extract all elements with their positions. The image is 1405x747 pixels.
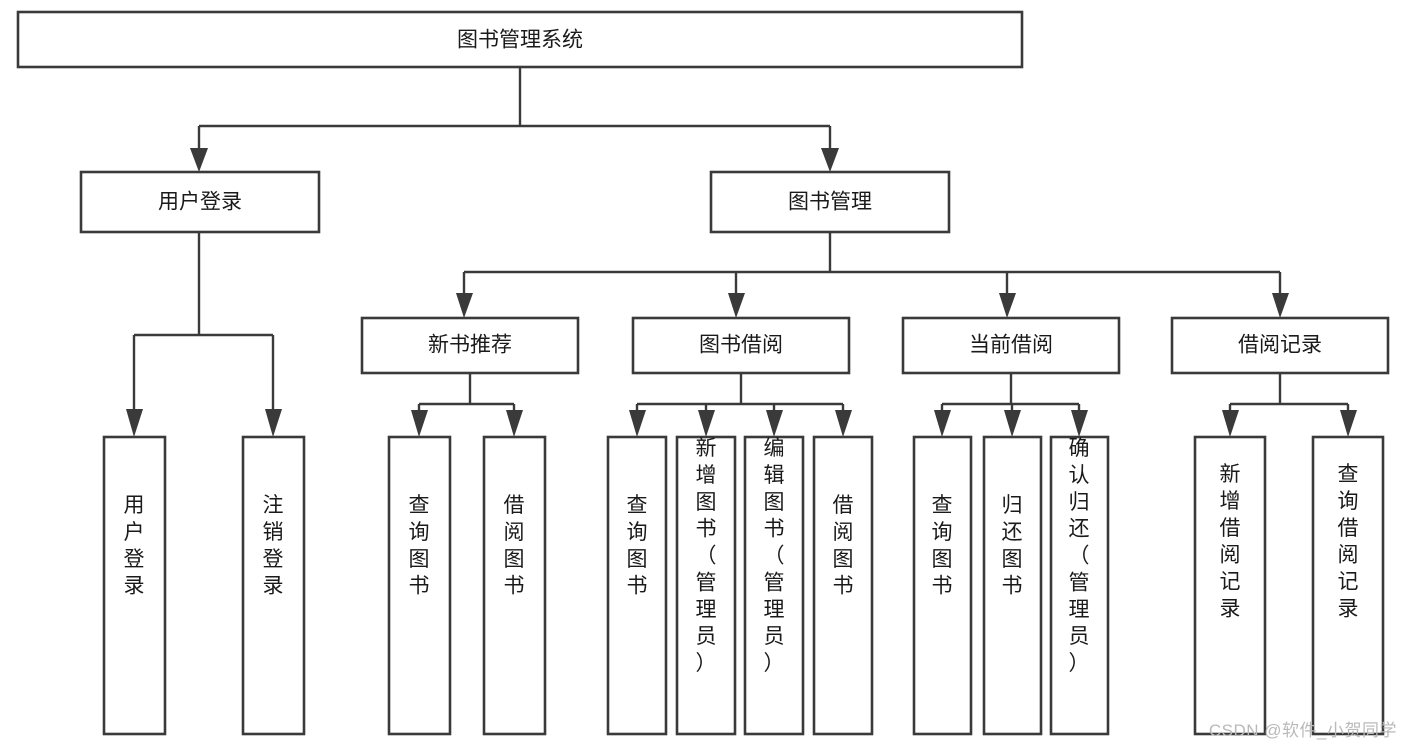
- leaf-node-borrow-book-b-label: 借阅图书: [833, 494, 854, 598]
- node-borrow-record[interactable]: 借阅记录: [1170, 316, 1390, 375]
- node-book-management[interactable]: 图书管理: [709, 170, 951, 234]
- arrow-head-bb-leaf-1: [629, 410, 646, 437]
- node-new-book-recommend-label: 新书推荐: [428, 334, 512, 357]
- leaf-node-borrow-book-b-box[interactable]: [812, 435, 874, 736]
- leaf-node-return-book-label: 归还图书: [1002, 494, 1023, 598]
- node-root-label: 图书管理系统: [457, 29, 583, 52]
- node-book-borrow[interactable]: 图书借阅: [631, 316, 851, 375]
- leaf-node-confirm-return[interactable]: 确认归还（管理员）: [1049, 435, 1110, 736]
- leaf-node-add-book-label: 新增图书（管理员）: [696, 437, 717, 675]
- arrow-head-book-borrow: [728, 293, 745, 318]
- leaf-node-add-borrow-record-box[interactable]: [1193, 435, 1267, 736]
- node-user-login[interactable]: 用户登录: [79, 170, 321, 234]
- leaf-node-query-book-c[interactable]: 查询图书: [912, 435, 973, 736]
- leaf-node-add-book-box[interactable]: [675, 435, 737, 736]
- arrow-head-borrow-record: [1272, 293, 1289, 318]
- leaf-node-edit-book[interactable]: 编辑图书（管理员）: [743, 435, 805, 736]
- arrow-head-leaf-user-login: [126, 409, 143, 437]
- node-current-borrow-box[interactable]: [901, 316, 1121, 375]
- arrow-head-book-mgmt: [821, 148, 839, 172]
- leaf-node-borrow-book-a-box[interactable]: [482, 435, 547, 736]
- arrow-head-bb-leaf-2: [698, 410, 715, 437]
- arrow-head-bb-leaf-3: [766, 410, 783, 437]
- arrow-head-cb-leaf-2: [1004, 410, 1021, 437]
- leaf-node-query-borrow-record-label: 查询借阅记录: [1338, 463, 1359, 620]
- node-root-box[interactable]: [16, 10, 1024, 69]
- leaf-node-confirm-return-box[interactable]: [1049, 435, 1110, 736]
- leaf-node-user-login-box[interactable]: [102, 435, 167, 736]
- node-borrow-record-label: 借阅记录: [1238, 334, 1322, 357]
- arrow-head-current-borrow: [999, 293, 1016, 318]
- arrow-head-br-leaf-2: [1340, 410, 1357, 437]
- arrow-head-bb-leaf-4: [835, 410, 852, 437]
- leaf-node-query-borrow-record[interactable]: 查询借阅记录: [1311, 435, 1385, 736]
- leaf-node-confirm-return-label: 确认归还（管理员）: [1069, 437, 1090, 675]
- leaf-node-logout[interactable]: 注销登录: [241, 435, 306, 736]
- leaf-node-edit-book-label: 编辑图书（管理员）: [764, 437, 785, 675]
- leaf-node-add-book[interactable]: 新增图书（管理员）: [675, 435, 737, 736]
- arrow-head-leaf-logout: [265, 409, 282, 437]
- leaf-node-return-book-box[interactable]: [982, 435, 1043, 736]
- leaf-node-borrow-book-b[interactable]: 借阅图书: [812, 435, 874, 736]
- leaf-node-borrow-book-a[interactable]: 借阅图书: [482, 435, 547, 736]
- arrow-head-cb-leaf-1: [934, 410, 951, 437]
- connector-layer: [126, 67, 1357, 437]
- leaf-node-borrow-book-a-label: 借阅图书: [504, 494, 525, 598]
- arrow-head-user-login: [190, 148, 208, 172]
- arrow-head-br-leaf-1: [1222, 410, 1239, 437]
- arrow-head-nbr-leaf-2: [506, 410, 523, 437]
- leaf-nodes-layer: 用户登录 注销登录 查询图书 借阅图书 查询图书 新增图书（管理员）: [102, 435, 1385, 736]
- node-current-borrow-label: 当前借阅: [969, 334, 1053, 357]
- node-new-book-recommend-box[interactable]: [360, 316, 580, 375]
- leaf-node-query-book-b[interactable]: 查询图书: [606, 435, 668, 736]
- leaf-node-logout-label: 注销登录: [263, 494, 284, 598]
- leaf-node-edit-book-box[interactable]: [743, 435, 805, 736]
- leaf-node-user-login[interactable]: 用户登录: [102, 435, 167, 736]
- leaf-node-query-borrow-record-box[interactable]: [1311, 435, 1385, 736]
- leaf-node-query-book-a-label: 查询图书: [409, 494, 430, 598]
- leaf-node-user-login-label: 用户登录: [124, 494, 145, 598]
- node-borrow-record-box[interactable]: [1170, 316, 1390, 375]
- node-new-book-recommend[interactable]: 新书推荐: [360, 316, 580, 375]
- leaf-node-query-book-a[interactable]: 查询图书: [387, 435, 452, 736]
- leaf-node-query-book-a-box[interactable]: [387, 435, 452, 736]
- leaf-node-add-borrow-record[interactable]: 新增借阅记录: [1193, 435, 1267, 736]
- node-book-management-box[interactable]: [709, 170, 951, 234]
- leaf-node-add-borrow-record-label: 新增借阅记录: [1220, 463, 1241, 620]
- leaf-node-return-book[interactable]: 归还图书: [982, 435, 1043, 736]
- node-book-borrow-box[interactable]: [631, 316, 851, 375]
- node-current-borrow[interactable]: 当前借阅: [901, 316, 1121, 375]
- node-book-management-label: 图书管理: [788, 191, 872, 214]
- arrow-head-nbr-leaf-1: [411, 410, 428, 437]
- leaf-node-query-book-c-label: 查询图书: [932, 494, 953, 598]
- node-book-borrow-label: 图书借阅: [699, 334, 783, 357]
- leaf-node-query-book-b-box[interactable]: [606, 435, 668, 736]
- arrow-head-new-book-rec: [456, 293, 473, 318]
- leaf-node-query-book-b-label: 查询图书: [627, 494, 648, 598]
- node-user-login-label: 用户登录: [158, 191, 242, 214]
- leaf-node-logout-box[interactable]: [241, 435, 306, 736]
- leaf-node-query-book-c-box[interactable]: [912, 435, 973, 736]
- node-root[interactable]: 图书管理系统: [16, 10, 1024, 69]
- arrow-head-cb-leaf-3: [1071, 410, 1088, 437]
- node-user-login-box[interactable]: [79, 170, 321, 234]
